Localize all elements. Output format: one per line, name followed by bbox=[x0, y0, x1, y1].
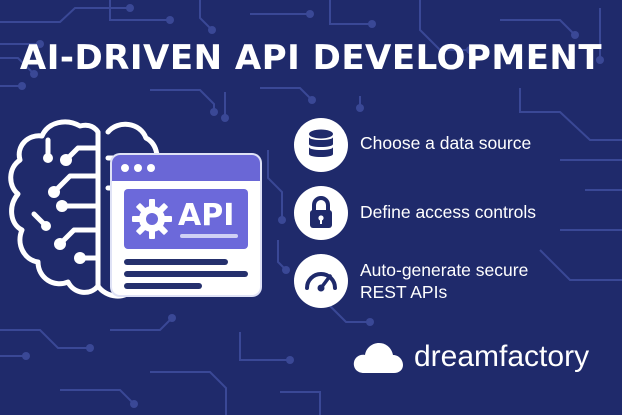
feature-label: Choose a data source bbox=[360, 133, 532, 153]
lock-icon bbox=[294, 186, 348, 240]
brand-logo: dreamfactory bbox=[352, 337, 602, 381]
brand-name: dreamfactory bbox=[414, 340, 590, 373]
page-title: AI-DRIVEN API DEVELOPMENT bbox=[19, 38, 603, 78]
feature-label: REST APIs bbox=[360, 282, 448, 302]
code-line bbox=[124, 259, 228, 265]
gear-icon bbox=[132, 199, 172, 239]
feature-label: Auto-generate secure bbox=[360, 260, 529, 280]
feature-label: Define access controls bbox=[360, 202, 537, 222]
api-window-illustration: API bbox=[112, 155, 260, 295]
code-line bbox=[124, 283, 202, 289]
database-icon bbox=[294, 118, 348, 172]
api-underline bbox=[180, 234, 238, 238]
api-label: API bbox=[178, 198, 235, 233]
window-dot bbox=[134, 164, 142, 172]
feature-item-auto-generate: Auto-generate secure REST APIs bbox=[292, 254, 612, 310]
window-dot bbox=[147, 164, 155, 172]
window-dot bbox=[121, 164, 129, 172]
cloud-icon bbox=[353, 343, 403, 373]
api-panel: API bbox=[124, 189, 248, 249]
speedometer-icon bbox=[294, 254, 348, 308]
code-line bbox=[124, 271, 248, 277]
window-title-bar bbox=[112, 155, 260, 181]
feature-item-access-controls: Define access controls bbox=[292, 186, 612, 242]
feature-item-data-source: Choose a data source bbox=[292, 118, 612, 174]
